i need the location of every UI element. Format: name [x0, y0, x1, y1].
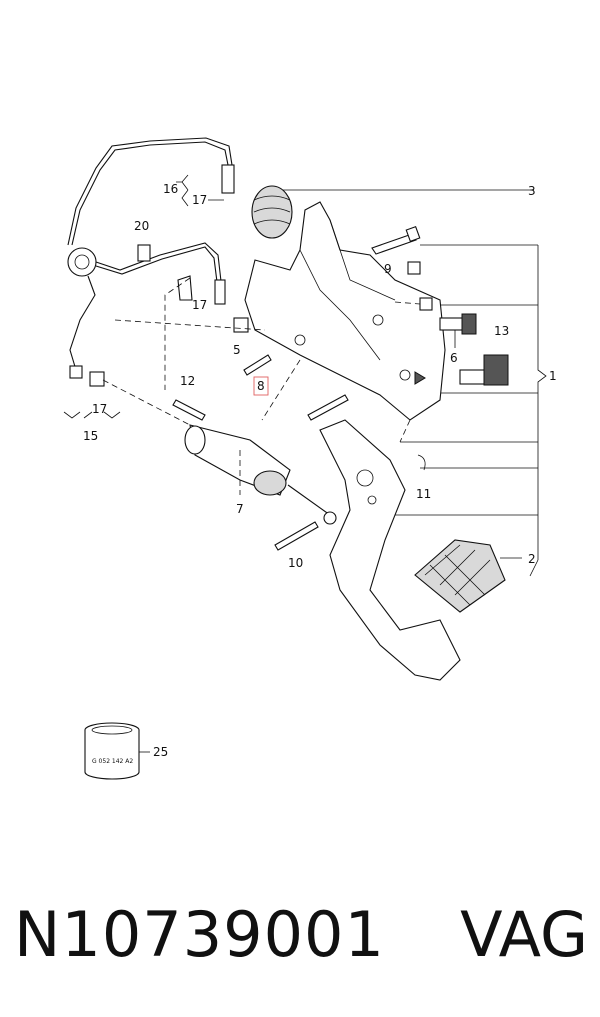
callout-11: 11 [416, 487, 431, 501]
callout-8: 8 [257, 379, 265, 393]
pedal-pad-2 [414, 539, 506, 613]
bracket-1 [380, 244, 547, 560]
callout-25: 25 [153, 745, 168, 759]
construction-lines [102, 277, 421, 495]
pin [307, 394, 349, 421]
clip-11 [417, 454, 426, 471]
callout-group-16 [176, 174, 224, 207]
bolt-10 [274, 521, 319, 551]
callout-group-15 [63, 411, 121, 419]
footer: N10739001 VAG [0, 880, 600, 990]
stud [177, 275, 193, 301]
callout-6: 6 [450, 351, 458, 365]
part-number: N10739001 [14, 898, 385, 971]
callout-17-top: 17 [192, 193, 207, 207]
callout-9: 9 [384, 262, 392, 276]
callout-7: 7 [236, 502, 244, 516]
callout-10: 10 [288, 556, 303, 570]
callout-5: 5 [233, 343, 241, 357]
exploded-parts-diagram: 1 2 3 5 6 7 8 9 10 11 12 13 15 16 17 17 … [63, 137, 557, 780]
nut-5 [233, 317, 249, 333]
callout-1: 1 [549, 369, 557, 383]
pedal-arm [319, 419, 461, 681]
switch-6 [439, 313, 477, 348]
callout-12: 12 [180, 374, 195, 388]
callout-20: 20 [134, 219, 149, 233]
bushing-25 [84, 722, 150, 780]
bolt-12 [172, 399, 206, 421]
callout-17-mid: 17 [192, 298, 207, 312]
boot-3 [251, 185, 293, 239]
callout-2: 2 [528, 552, 536, 566]
bushing-text: G 052 142 A2 [92, 758, 133, 765]
brake-line [67, 137, 235, 387]
bolt-4 [371, 225, 421, 255]
callout-3: 3 [528, 184, 536, 198]
brand-name: VAG [460, 898, 588, 971]
callout-15: 15 [83, 429, 98, 443]
nut-9 [407, 261, 421, 275]
switch-13 [459, 354, 509, 386]
highlight-box [253, 376, 269, 396]
nut-part [419, 297, 433, 311]
callout-16: 16 [163, 182, 178, 196]
bolt-8 [243, 354, 272, 376]
master-cylinder-7 [184, 424, 337, 525]
callout-17-low: 17 [92, 402, 107, 416]
callout-13: 13 [494, 324, 509, 338]
bracket-2 [500, 557, 539, 577]
